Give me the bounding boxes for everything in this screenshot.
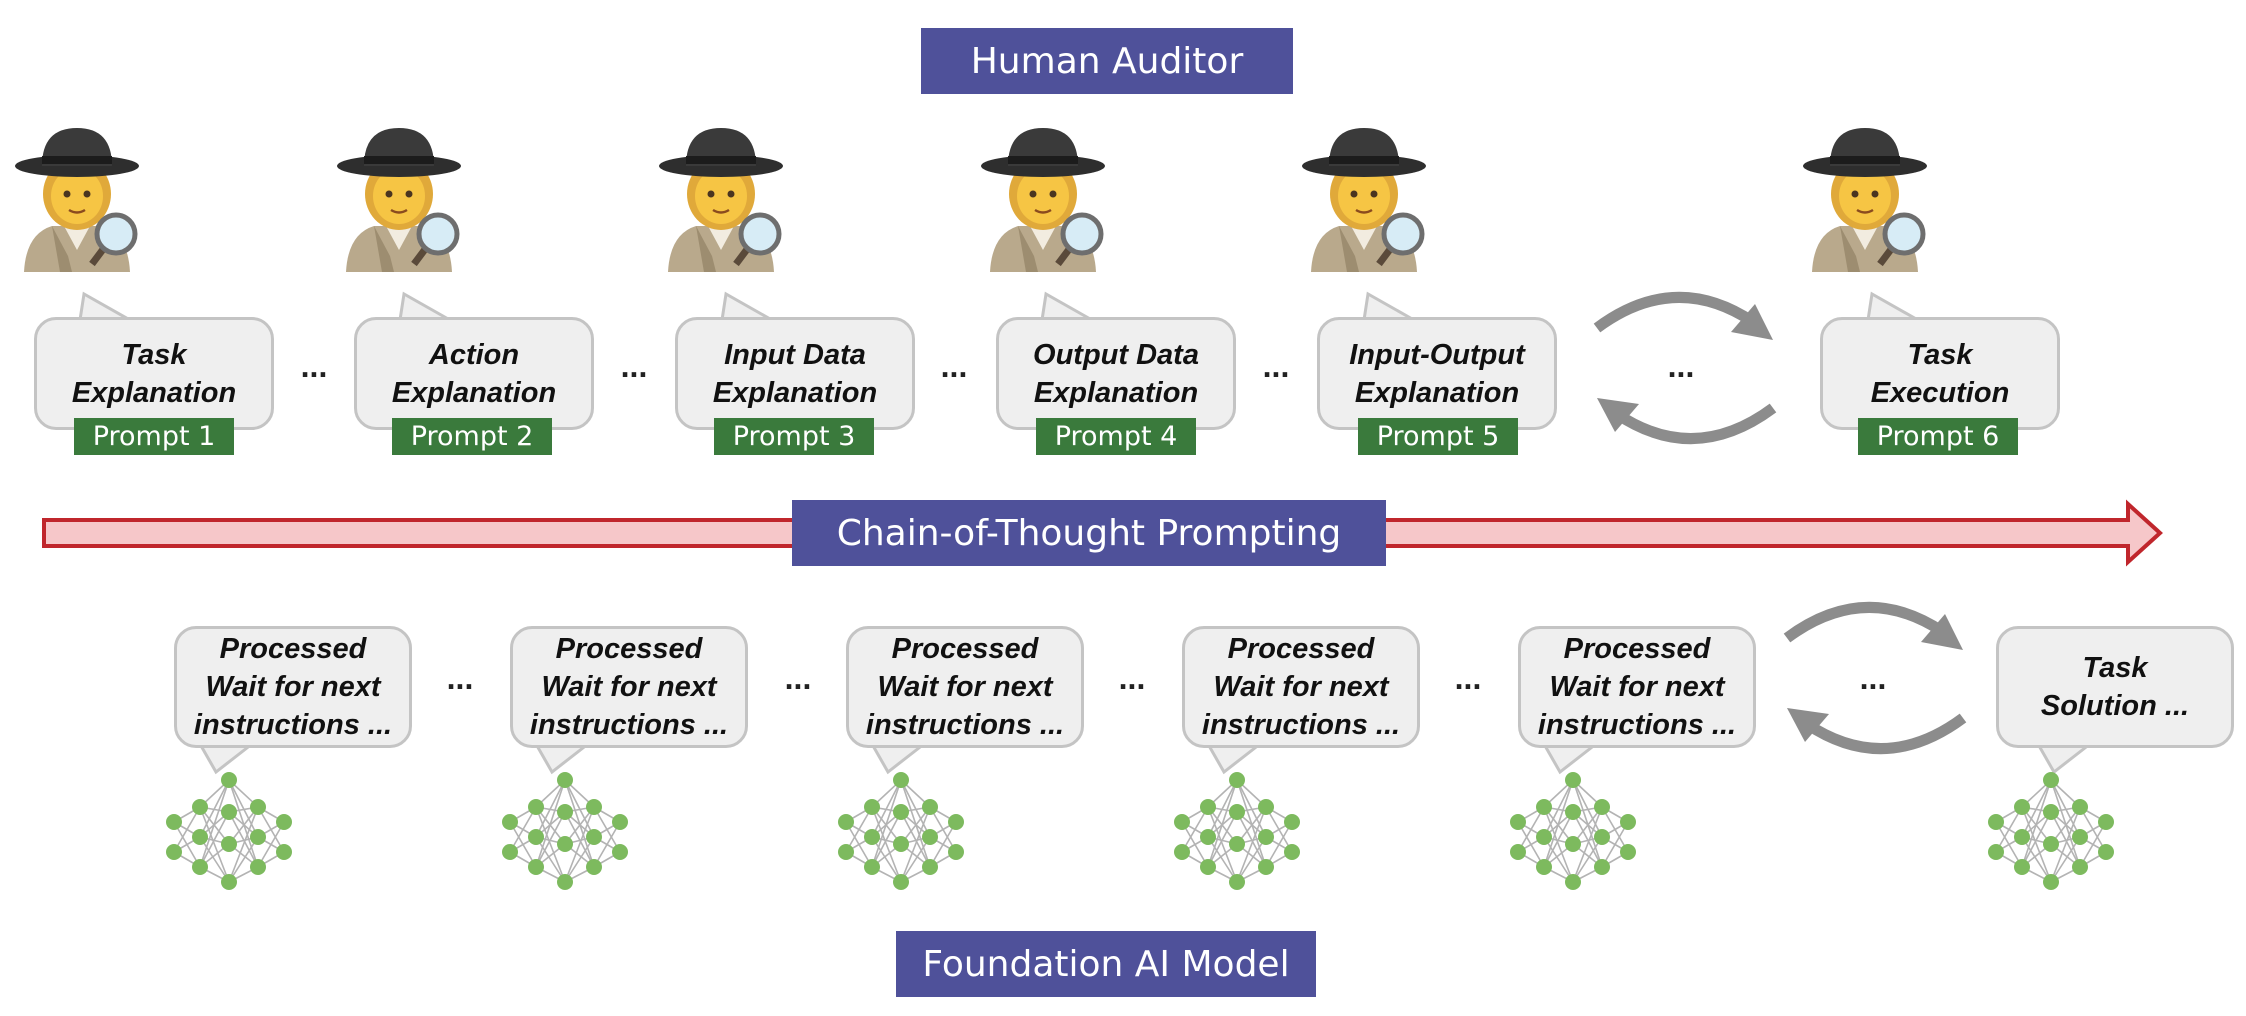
prompt-tag-5: Prompt 5	[1358, 418, 1518, 455]
neural-network-icon	[1986, 770, 2116, 900]
ellipsis: ...	[1118, 660, 1146, 696]
foundation-ai-model-banner: Foundation AI Model	[896, 931, 1316, 997]
human-auditor-banner: Human Auditor	[921, 28, 1293, 94]
neural-network-icon	[1508, 770, 1638, 900]
ellipsis: ...	[1667, 348, 1695, 384]
chain-of-thought-banner: Chain-of-Thought Prompting	[792, 500, 1386, 566]
prompt-tag-1: Prompt 1	[74, 418, 234, 455]
neural-network-icon	[164, 770, 294, 900]
neural-network-icon	[1172, 770, 1302, 900]
cycle-arrows-icon	[1593, 292, 1777, 444]
ellipsis: ...	[1454, 660, 1482, 696]
ellipsis: ...	[1262, 348, 1290, 384]
ellipsis: ...	[446, 660, 474, 696]
ellipsis: ...	[1859, 660, 1887, 696]
prompt-tag-6: Prompt 6	[1858, 418, 2018, 455]
prompt-tag-3: Prompt 3	[714, 418, 874, 455]
neural-network-icon	[836, 770, 966, 900]
ellipsis: ...	[784, 660, 812, 696]
ellipsis: ...	[940, 348, 968, 384]
neural-network-icon	[500, 770, 630, 900]
ellipsis: ...	[300, 348, 328, 384]
cycle-arrows-icon	[1783, 602, 1967, 754]
prompt-tag-4: Prompt 4	[1036, 418, 1196, 455]
ellipsis: ...	[620, 348, 648, 384]
prompt-tag-2: Prompt 2	[392, 418, 552, 455]
